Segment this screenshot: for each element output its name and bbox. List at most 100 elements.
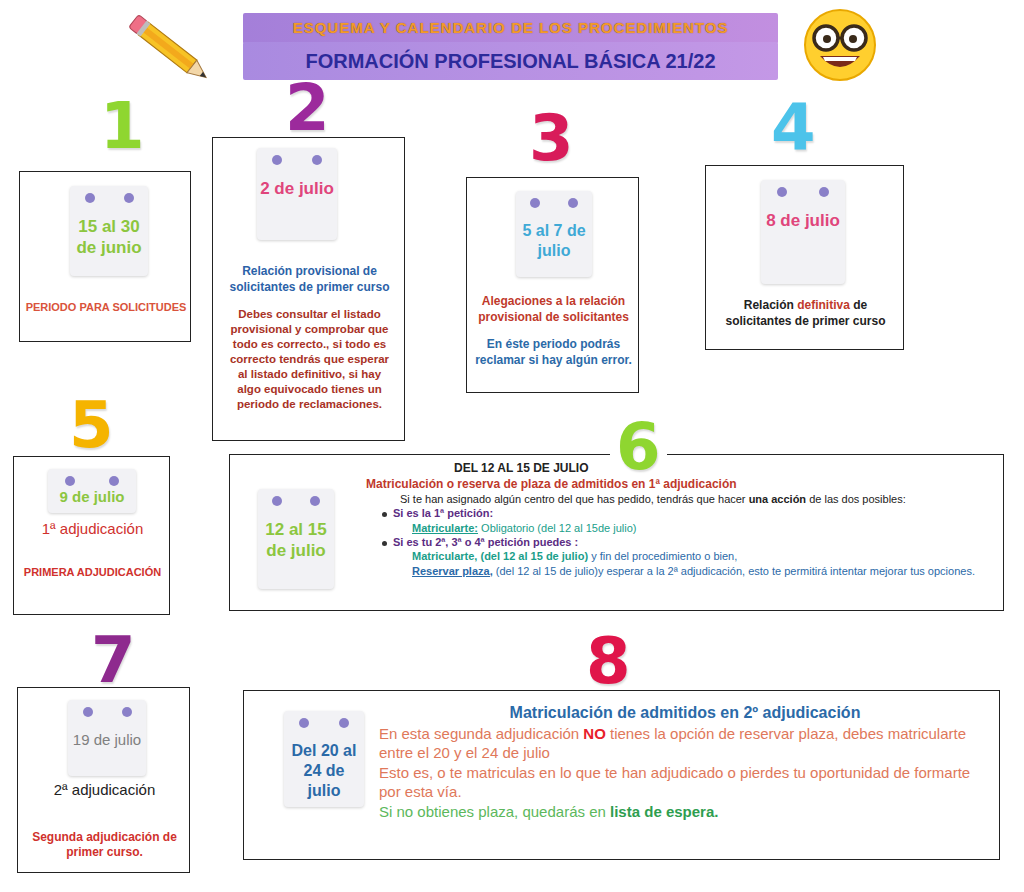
title-band: FORMACIÓN PROFESIONAL BÁSICA 21/22 xyxy=(243,42,778,80)
text: Si es la 1ª petición: xyxy=(393,507,493,519)
step-box: 8Matriculación de admitidos en 2º adjudi… xyxy=(243,690,1000,860)
text-area: DEL 12 AL 15 DE JULIO Matriculación o res… xyxy=(362,461,998,578)
calendar-ring xyxy=(272,496,282,506)
text-row: FORMACIÓN PROFESIONAL BÁSICA 21/22 xyxy=(243,48,778,74)
step-number: 3 xyxy=(529,106,574,170)
step-number: 7 xyxy=(91,628,136,692)
calendar-card: 5 al 7 de julio xyxy=(516,191,592,277)
calendar-ring xyxy=(122,707,132,717)
text: Alegaciones a la relación provisional de… xyxy=(478,294,629,324)
text-row: Matricularte:Obligatorio (del 12 al 15de… xyxy=(412,521,998,535)
text-row: En esta segunda adjudicaciónNOtienes la … xyxy=(379,724,991,763)
text-row: Reservar plaza,(del 12 al 15 de julio)y … xyxy=(412,564,998,578)
text-row: PERIODO PARA SOLICITUDES xyxy=(24,300,188,314)
text-row: Matriculación de admitidos en 2º adjudic… xyxy=(379,703,991,724)
calendar-ring xyxy=(109,476,119,486)
text: Si es tu 2ª, 3ª o 4ª petición puedes : xyxy=(393,536,578,548)
text-row: Matriculación o reserva de plaza de admi… xyxy=(366,477,998,493)
calendar-ring xyxy=(339,718,349,728)
step-number: 5 xyxy=(69,393,114,457)
text-area: 2ª adjudicaciónSegunda adjudicación de p… xyxy=(22,780,187,861)
text-area: Relacióndefinitivade solicitantes de pri… xyxy=(716,298,895,329)
calendar-date: 8 de julio xyxy=(766,211,840,230)
step-number: 2 xyxy=(285,76,330,140)
calendar-ring xyxy=(272,155,282,165)
calendar-card: 2 de julio xyxy=(257,148,337,240)
date-block: 15 al 30 de junio xyxy=(72,216,146,259)
text-row: Si es tu 2ª, 3ª o 4ª petición puedes : xyxy=(382,535,998,549)
text: Si te han asignado algún centro del que … xyxy=(400,493,746,505)
step-box: 1PERIODO PARA SOLICITUDES15 al 30 de jun… xyxy=(19,171,191,342)
calendar-card: 19 de julio xyxy=(68,700,146,776)
text-area: Relación provisional de solicitantes de … xyxy=(225,264,394,412)
text-row: Si no obtienes plaza, quedarás enlista d… xyxy=(379,802,991,822)
text-row: Alegaciones a la relación provisional de… xyxy=(475,294,632,325)
text: Segunda adjudicación de primer curso. xyxy=(32,830,177,860)
emoji-face xyxy=(805,10,875,80)
text: NO xyxy=(583,725,606,742)
text: En esta segunda adjudicación xyxy=(379,725,579,742)
text-area: ESQUEMA Y CALENDARIO DE LOS PROCEDIMIENT… xyxy=(243,18,778,38)
text: ESQUEMA Y CALENDARIO DE LOS PROCEDIMIENT… xyxy=(293,19,729,36)
step-box: 3Alegaciones a la relación provisional d… xyxy=(466,177,639,393)
text: definitiva xyxy=(797,298,850,312)
text: Relación provisional de solicitantes de … xyxy=(229,264,389,294)
calendar-ring xyxy=(312,155,322,165)
date-block: 19 de julio xyxy=(70,730,144,750)
text: Matriculación o reserva de plaza de admi… xyxy=(366,477,737,491)
text-row: Segunda adjudicación de primer curso. xyxy=(22,830,187,861)
step-number: 6 xyxy=(610,415,667,479)
calendar-date: 19 de julio xyxy=(73,731,141,748)
text: Si no obtienes plaza, quedarás en xyxy=(379,803,606,820)
text-row: Relacióndefinitivade solicitantes de pri… xyxy=(716,298,895,329)
text-row: 1ª adjudicación xyxy=(18,519,167,539)
text: Matricularte: xyxy=(412,522,478,534)
text: PRIMERA ADJUDICACIÓN xyxy=(24,566,161,578)
date-block: 8 de julio xyxy=(763,210,843,231)
text-area: FORMACIÓN PROFESIONAL BÁSICA 21/22 xyxy=(243,48,778,74)
date-block: 12 al 15 de julio xyxy=(260,519,332,562)
text-row: PRIMERA ADJUDICACIÓN xyxy=(18,565,167,579)
text: (del 12 al 15 de julio)y esperar a la 2ª… xyxy=(496,565,975,577)
calendar-ring xyxy=(777,187,787,197)
text: y fin del procedimiento o bien, xyxy=(591,550,737,562)
bullet-dot xyxy=(382,512,387,517)
text: DEL 12 AL 15 DE JULIO xyxy=(454,461,589,475)
calendar-ring xyxy=(299,718,309,728)
calendar-date: 5 al 7 de julio xyxy=(522,222,585,259)
text: 2ª adjudicación xyxy=(54,781,155,798)
step-box: 51ª adjudicaciónPRIMERA ADJUDICACIÓN9 de… xyxy=(13,456,170,615)
step-box: 6DEL 12 AL 15 DE JULIOMatriculación o re… xyxy=(229,454,1004,611)
text: Esto es, o te matriculas en lo que te ha… xyxy=(379,764,970,801)
text: 1ª adjudicación xyxy=(42,520,143,537)
text: lista de espera. xyxy=(610,803,718,820)
calendar-card: 12 al 15 de julio xyxy=(258,489,334,589)
calendar-ring xyxy=(65,476,75,486)
text: Relación xyxy=(744,298,794,312)
text: En éste periodo podrás reclamar si hay a… xyxy=(475,337,632,367)
pencil-icon xyxy=(129,15,211,84)
text-row: Matricularte, (del 12 al 15 de julio)y f… xyxy=(412,549,998,563)
text: Reservar plaza, xyxy=(412,565,493,577)
calendar-date: 2 de julio xyxy=(260,179,334,198)
calendar-ring xyxy=(568,198,578,208)
calendar-card: 9 de julio xyxy=(48,469,136,513)
calendar-ring xyxy=(83,707,93,717)
text-area: Matriculación de admitidos en 2º adjudic… xyxy=(379,703,991,821)
calendar-ring xyxy=(819,187,829,197)
text: Obligatorio (del 12 al 15de julio) xyxy=(481,522,636,534)
calendar-card: 15 al 30 de junio xyxy=(70,186,148,276)
date-block: 2 de julio xyxy=(259,178,335,199)
calendar-date: 9 de julio xyxy=(59,488,124,505)
text: Matricularte, (del 12 al 15 de julio) xyxy=(412,550,588,562)
date-block: 5 al 7 de julio xyxy=(518,221,590,261)
text-row: Relación provisional de solicitantes de … xyxy=(225,264,394,295)
bullet-dot xyxy=(382,541,387,546)
text-row: DEL 12 AL 15 DE JULIO xyxy=(454,461,998,477)
text: FORMACIÓN PROFESIONAL BÁSICA 21/22 xyxy=(305,50,715,72)
text-row: ESQUEMA Y CALENDARIO DE LOS PROCEDIMIENT… xyxy=(243,18,778,38)
text: de las dos posibles: xyxy=(809,493,906,505)
calendar-card: 8 de julio xyxy=(761,180,845,284)
step-number: 8 xyxy=(586,629,631,693)
calendar-ring xyxy=(310,496,320,506)
